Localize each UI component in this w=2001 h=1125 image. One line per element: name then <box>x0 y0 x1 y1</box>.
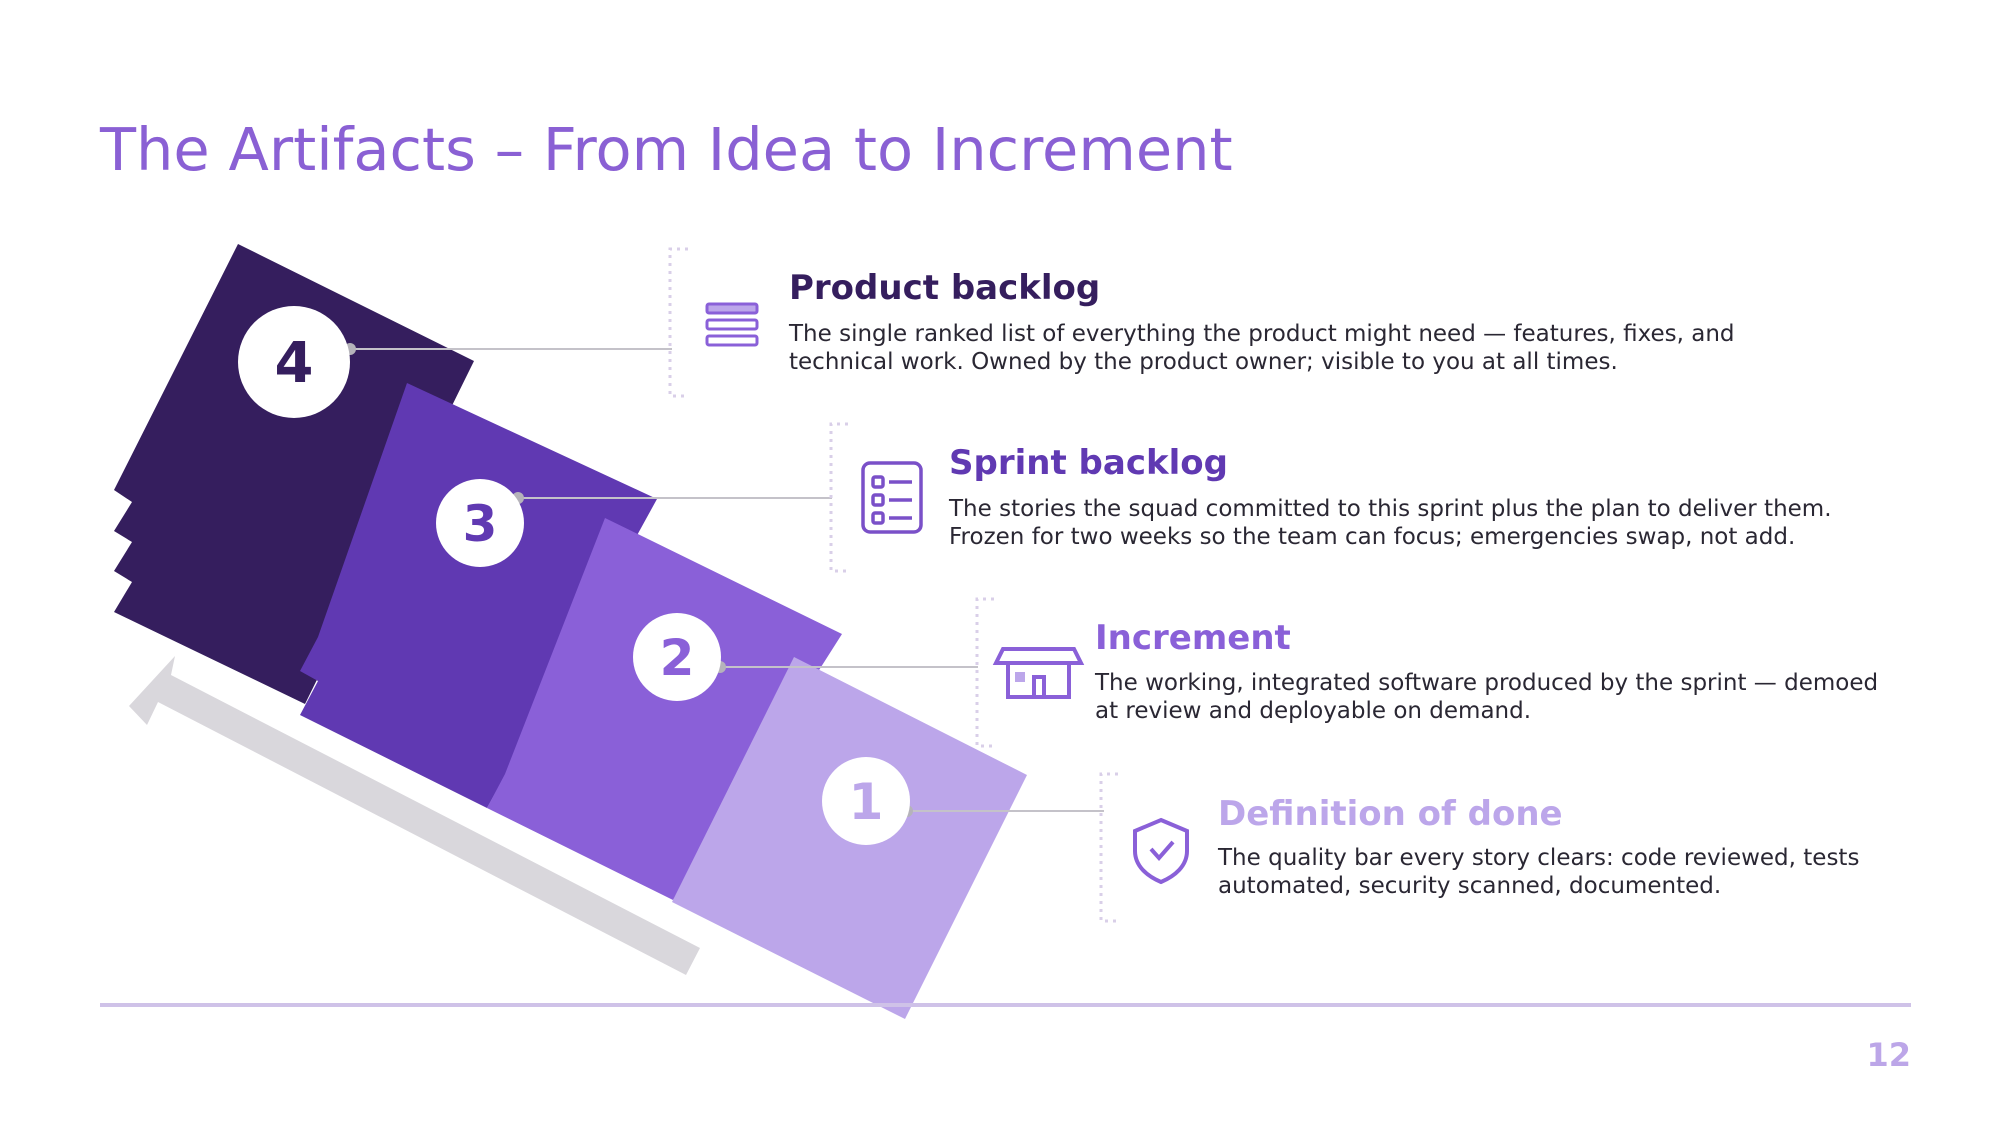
step-2-block <box>487 518 842 900</box>
artifact-description-sprint-backlog: The stories the squad committed to this … <box>949 495 1832 551</box>
bracket-2 <box>975 597 994 748</box>
artifact-description-increment: The working, integrated software produce… <box>1095 669 1878 725</box>
artifact-heading-sprint-backlog: Sprint backlog <box>949 443 1228 483</box>
stack-layers-icon <box>705 302 759 347</box>
storefront-icon <box>992 647 1085 699</box>
bracket-1 <box>1099 772 1118 923</box>
artifact-heading-definition-of-done: Definition of done <box>1218 794 1563 834</box>
description-line: at review and deployable on demand. <box>1095 698 1532 724</box>
checklist-icon <box>861 461 923 534</box>
description-line: Frozen for two weeks so the team can foc… <box>949 524 1796 550</box>
description-line: The stories the squad committed to this … <box>949 496 1832 522</box>
progress-arrow <box>129 656 700 975</box>
description-line: The quality bar every story clears: code… <box>1218 845 1860 871</box>
artifact-heading-product-backlog: Product backlog <box>789 268 1101 308</box>
bracket-4 <box>668 247 688 398</box>
artifact-heading-increment: Increment <box>1095 618 1291 658</box>
footer-divider <box>100 1003 1911 1007</box>
step-4-number: 4 <box>275 331 314 396</box>
bracket-3 <box>829 422 848 573</box>
step-4-badge: 4 <box>238 306 350 418</box>
description-line: The single ranked list of everything the… <box>789 321 1735 347</box>
step-3-number: 3 <box>463 495 498 553</box>
step-2-badge: 2 <box>633 613 721 701</box>
shield-check-icon <box>1133 817 1189 885</box>
step-1-number: 1 <box>849 773 884 831</box>
artifact-description-product-backlog: The single ranked list of everything the… <box>789 320 1735 376</box>
artifact-description-definition-of-done: The quality bar every story clears: code… <box>1218 844 1859 900</box>
description-line: technical work. Owned by the product own… <box>789 349 1618 375</box>
step-2-number: 2 <box>660 629 695 687</box>
step-3-block <box>300 383 657 808</box>
page-number: 12 <box>1866 1036 1911 1074</box>
description-line: automated, security scanned, documented. <box>1218 873 1722 899</box>
slide-title: The Artifacts – From Idea to Increment <box>100 115 1233 184</box>
step-3-badge: 3 <box>436 479 524 567</box>
description-line: The working, integrated software produce… <box>1095 670 1879 696</box>
step-1-badge: 1 <box>822 757 910 845</box>
step-4-block <box>114 244 474 704</box>
